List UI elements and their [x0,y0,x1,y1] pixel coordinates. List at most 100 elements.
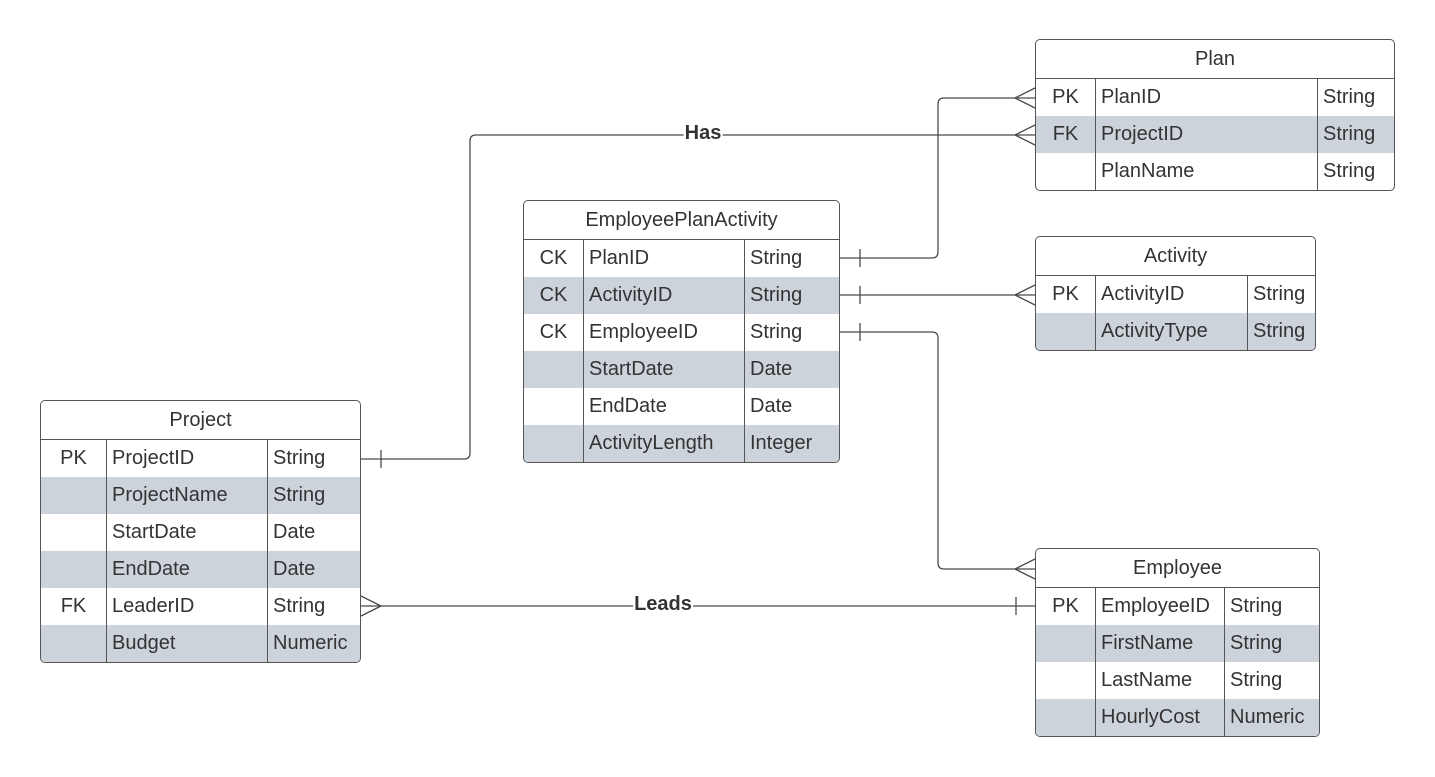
attribute-key: CK [524,240,584,277]
attribute-type: Date [750,395,793,417]
attribute-name: ActivityID [584,277,745,314]
connector-has[interactable] [361,134,1035,460]
marker-project-leader-many [360,595,382,617]
attribute-type: String [1253,320,1306,342]
marker-plan-planid-many [1014,87,1036,109]
marker-activity-many [1014,284,1036,306]
entity-title-employeeplanactivity: EmployeePlanActivity [524,201,839,240]
attribute-name: ProjectName [107,477,268,514]
attribute-key [41,551,107,588]
attribute-key: FK [1036,116,1096,153]
attribute-type: Numeric [1230,706,1305,728]
attribute-type: String [750,284,803,306]
attribute-name: Budget [107,625,268,662]
attribute-name: ActivityType [1096,313,1248,350]
attribute-key [1036,313,1096,350]
attribute-key [524,351,584,388]
attribute-key: PK [1036,276,1096,313]
attribute-name: ActivityID [1096,276,1248,313]
attribute-key: FK [41,588,107,625]
attribute-name: EmployeeID [584,314,745,351]
attribute-name: ActivityLength [584,425,745,462]
attribute-type: String [750,321,803,343]
attribute-name: PlanID [1096,79,1318,116]
attribute-name: HourlyCost [1096,699,1225,736]
attribute-type: Integer [750,432,813,454]
attribute-key [1036,662,1096,699]
attribute-type: String [273,595,326,617]
attribute-type: String [1230,595,1283,617]
attribute-type: Date [750,358,793,380]
attribute-key: PK [41,440,107,477]
attribute-key [524,388,584,425]
attribute-type: String [273,484,326,506]
relationship-label-has: Has [683,122,723,144]
attribute-type: String [1230,669,1283,691]
attribute-key: CK [524,314,584,351]
attribute-type: Date [273,521,316,543]
attribute-key [41,625,107,662]
attribute-type: String [1323,160,1376,182]
attribute-type: Numeric [273,632,348,654]
entity-title-employee: Employee [1036,549,1319,588]
attribute-key [1036,699,1096,736]
attribute-type: Date [273,558,316,580]
attribute-type: String [1323,86,1376,108]
marker-plan-many [1014,124,1036,146]
attribute-name: PlanID [584,240,745,277]
entity-title-project: Project [41,401,360,440]
attribute-key: PK [1036,79,1096,116]
attribute-name: StartDate [107,514,268,551]
attribute-name: FirstName [1096,625,1225,662]
attribute-name: PlanName [1096,153,1318,190]
attribute-type: String [273,447,326,469]
attribute-type: String [1253,283,1306,305]
attribute-type: String [750,247,803,269]
attribute-name: ProjectID [107,440,268,477]
attribute-name: LeaderID [107,588,268,625]
attribute-name: EndDate [107,551,268,588]
attribute-key: CK [524,277,584,314]
attribute-name: EndDate [584,388,745,425]
attribute-key [41,514,107,551]
connector-epa-plan[interactable] [840,97,1035,259]
attribute-name: StartDate [584,351,745,388]
attribute-key: PK [1036,588,1096,625]
attribute-name: EmployeeID [1096,588,1225,625]
attribute-key [1036,625,1096,662]
entity-title-plan: Plan [1036,40,1394,79]
attribute-type: String [1323,123,1376,145]
marker-employee-many [1014,558,1036,580]
relationship-label-leads: Leads [633,593,693,615]
connector-epa-employee[interactable] [840,331,1035,570]
attribute-key [1036,153,1096,190]
entity-title-activity: Activity [1036,237,1315,276]
